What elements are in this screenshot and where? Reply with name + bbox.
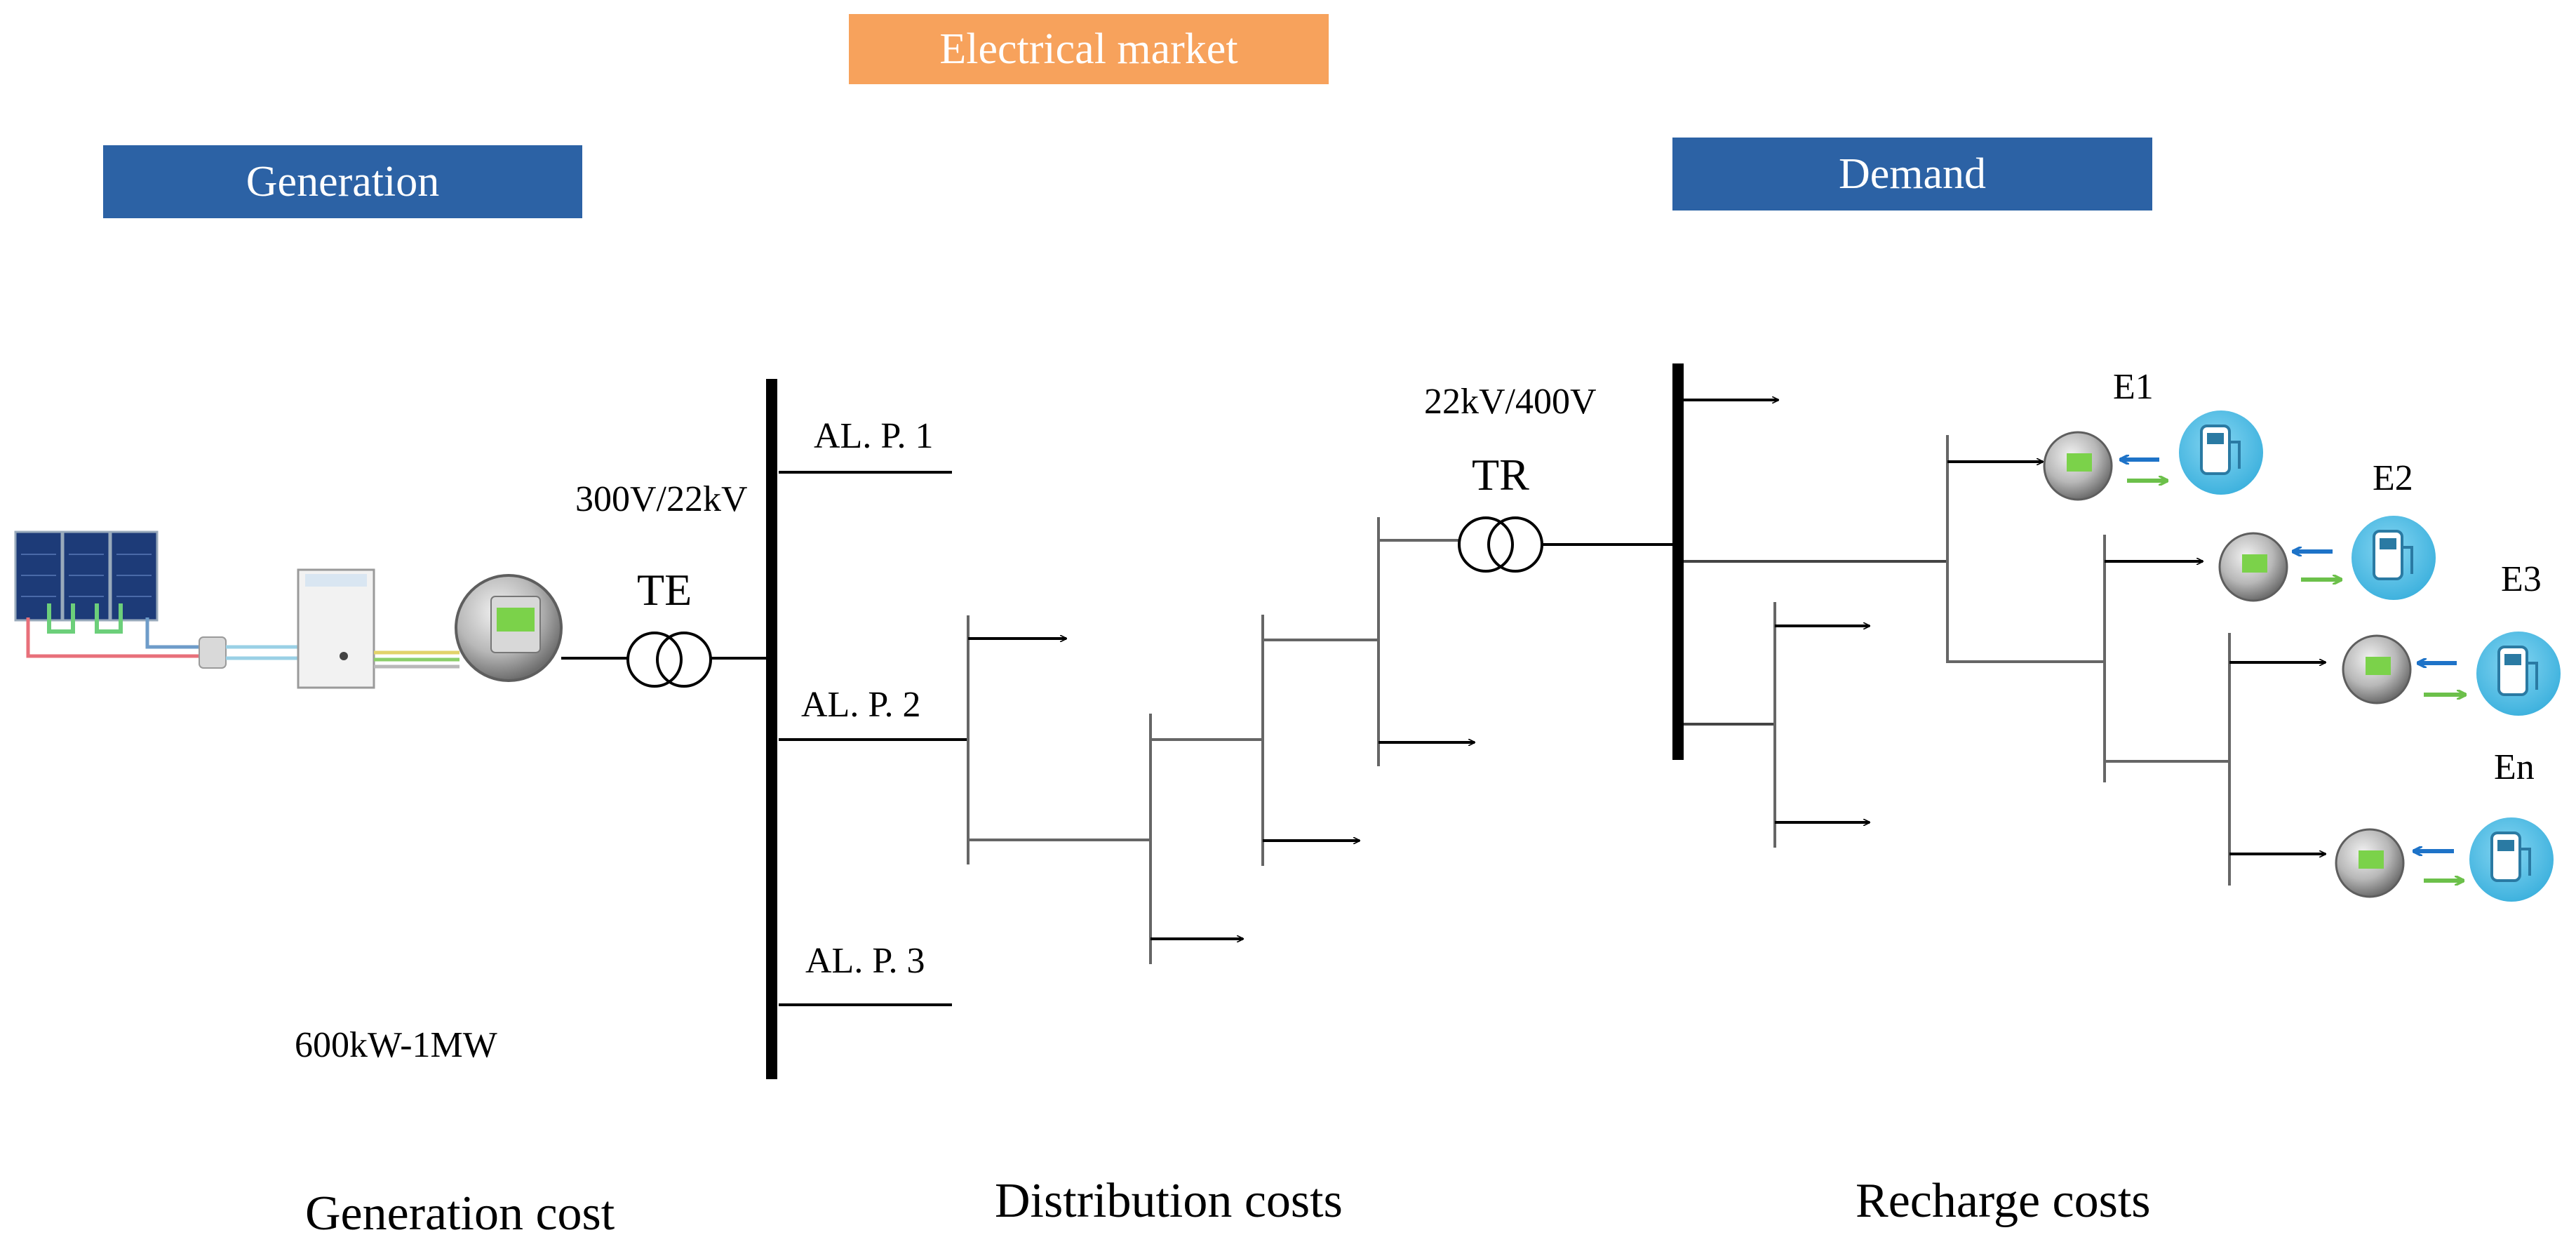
- station-label-e2: E2: [2373, 458, 2413, 498]
- energy-meter-icon: [2342, 634, 2412, 704]
- energy-meter-icon: [2335, 828, 2405, 898]
- ev-charger-icon: [2469, 817, 2554, 902]
- ev-charger-icon: [2476, 632, 2561, 716]
- header-electrical-market: Electrical market: [849, 14, 1329, 84]
- feeder-label-3: AL. P. 3: [805, 941, 925, 981]
- demand-tree: [1684, 400, 2326, 886]
- transformer-tr-icon: [1458, 516, 1543, 573]
- combiner-box-icon: [199, 636, 298, 669]
- recharge-costs-label: Recharge costs: [1856, 1174, 2151, 1228]
- te-transformer-label: TE: [637, 565, 692, 615]
- ev-charger-icon: [2352, 516, 2436, 600]
- te-voltage-label: 300V/22kV: [575, 479, 748, 519]
- transformer-te-icon: [626, 632, 712, 688]
- solar-panel-icon: [14, 530, 203, 658]
- main-busbar-2: [1672, 363, 1684, 760]
- tr-transformer-label: TR: [1472, 450, 1529, 500]
- header-demand: Demand: [1672, 138, 2152, 211]
- energy-meter-icon: [2218, 532, 2288, 602]
- station-label-e3: E3: [2501, 559, 2542, 599]
- station-e1: [2043, 410, 2263, 501]
- main-busbar-1: [766, 379, 777, 1079]
- capacity-label: 600kW-1MW: [295, 1025, 497, 1065]
- distribution-tree: [967, 517, 1475, 964]
- station-e2: [2218, 516, 2436, 602]
- energy-meter-icon: [455, 574, 563, 682]
- station-e3: [2342, 632, 2561, 716]
- inverter-icon: [297, 568, 459, 689]
- station-en: [2335, 817, 2554, 902]
- feeder-label-2: AL. P. 2: [801, 685, 921, 725]
- distribution-costs-label: Distribution costs: [995, 1174, 1343, 1228]
- generation-cost-label: Generation cost: [305, 1187, 615, 1241]
- energy-meter-icon: [2043, 431, 2113, 501]
- ev-charger-icon: [2179, 410, 2263, 495]
- station-label-en: En: [2494, 747, 2535, 787]
- header-generation: Generation: [103, 145, 582, 218]
- tr-voltage-label: 22kV/400V: [1424, 382, 1597, 422]
- station-label-e1: E1: [2113, 367, 2154, 407]
- feeder-label-1: AL. P. 1: [814, 416, 934, 456]
